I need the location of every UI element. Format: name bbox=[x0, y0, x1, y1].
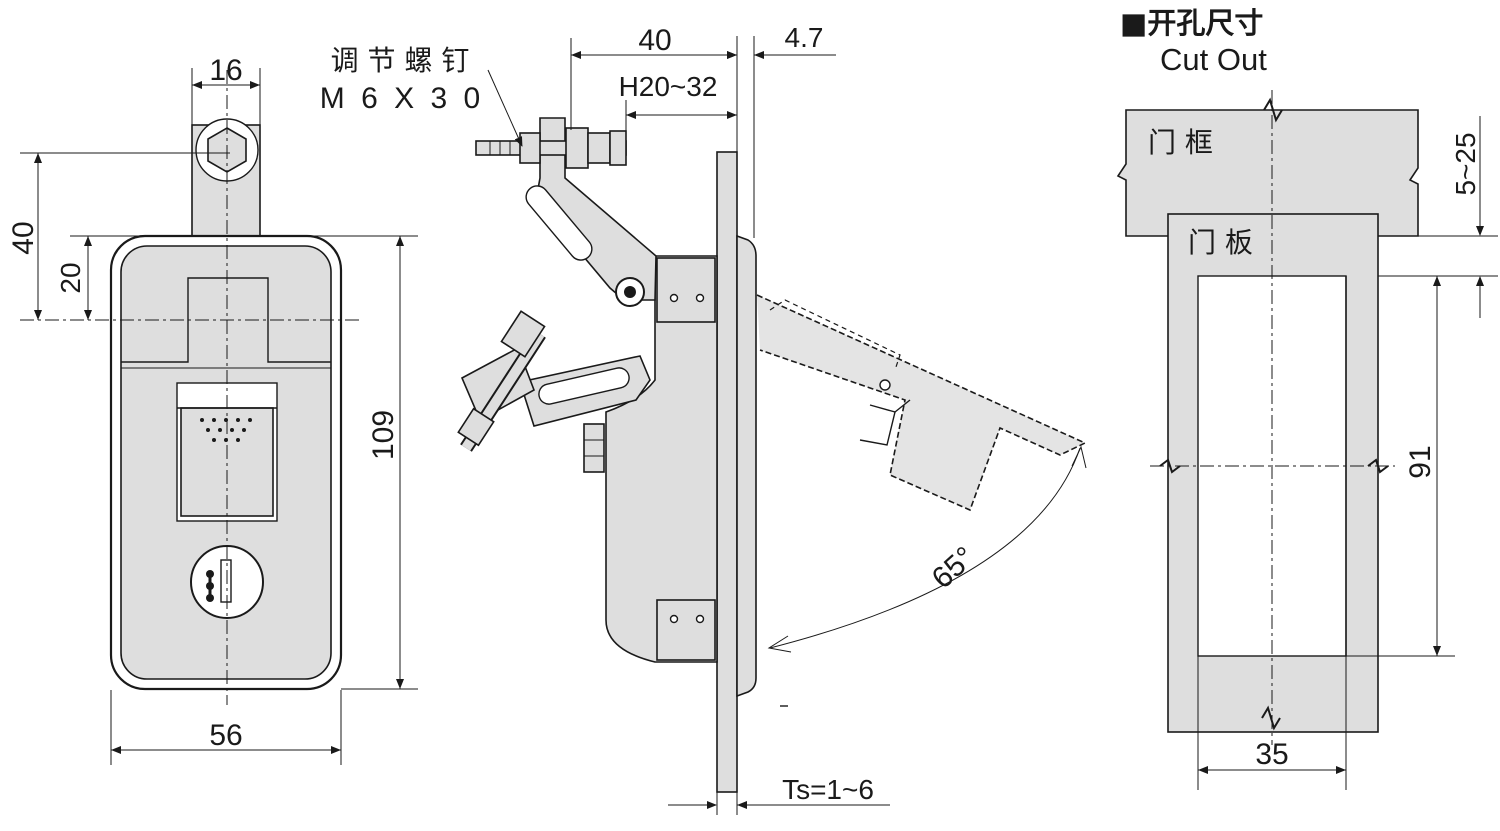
door-panel-plate bbox=[716, 151, 738, 793]
cutout-view: ■开孔尺寸 Cut Out 门 框 门 板 5~25 91 bbox=[1116, 6, 1498, 790]
dim-4-7-label: 4.7 bbox=[785, 22, 824, 53]
screw-label-cn: 调 节 螺 钉 bbox=[331, 44, 470, 77]
housing-block-bottom bbox=[656, 599, 716, 661]
screw-nut-right bbox=[587, 132, 611, 164]
dim-56-label: 56 bbox=[209, 719, 242, 752]
housing-block-top bbox=[656, 257, 716, 323]
cutout-title-en: Cut Out bbox=[1160, 42, 1267, 77]
side-view: 65° 调 节 螺 钉 M 6 X 3 0 40 4.7 H20~32 Ts=1… bbox=[320, 22, 1087, 815]
dim-20-label: 20 bbox=[55, 262, 86, 293]
key-symbol-icon bbox=[206, 570, 214, 602]
dim-ts-label: Ts=1~6 bbox=[782, 774, 874, 805]
angle-label: 65° bbox=[926, 540, 982, 595]
door-frame-label: 门 框 bbox=[1148, 126, 1213, 159]
handle-recess bbox=[121, 277, 331, 363]
cutout-title-cn: ■开孔尺寸 bbox=[1120, 6, 1263, 40]
arm-slot bbox=[525, 185, 593, 261]
door-panel-label: 门 板 bbox=[1188, 226, 1253, 259]
dim-5-25-label: 5~25 bbox=[1450, 132, 1481, 195]
screw-label-spec: M 6 X 3 0 bbox=[320, 82, 484, 115]
angle-arc bbox=[769, 447, 1081, 649]
grip-dots-icon bbox=[200, 418, 252, 442]
dim-91-label: 91 bbox=[1404, 445, 1437, 478]
dim-16-label: 16 bbox=[209, 54, 242, 87]
screw-nut-mid bbox=[565, 127, 589, 169]
screw-nut-left bbox=[519, 132, 541, 164]
handle-open-position bbox=[756, 294, 1087, 512]
front-view: 16 40 20 109 56 bbox=[7, 54, 418, 765]
lock-housing bbox=[605, 255, 718, 663]
dim-109-label: 109 bbox=[367, 410, 400, 460]
dim-35-label: 35 bbox=[1255, 738, 1288, 771]
key-slot bbox=[220, 559, 232, 603]
dim-40-front-label: 40 bbox=[7, 221, 40, 254]
bezel bbox=[736, 234, 757, 698]
side-bolt bbox=[583, 423, 605, 473]
dim-h-range-label: H20~32 bbox=[619, 71, 718, 102]
dim-40-side-label: 40 bbox=[638, 24, 671, 57]
